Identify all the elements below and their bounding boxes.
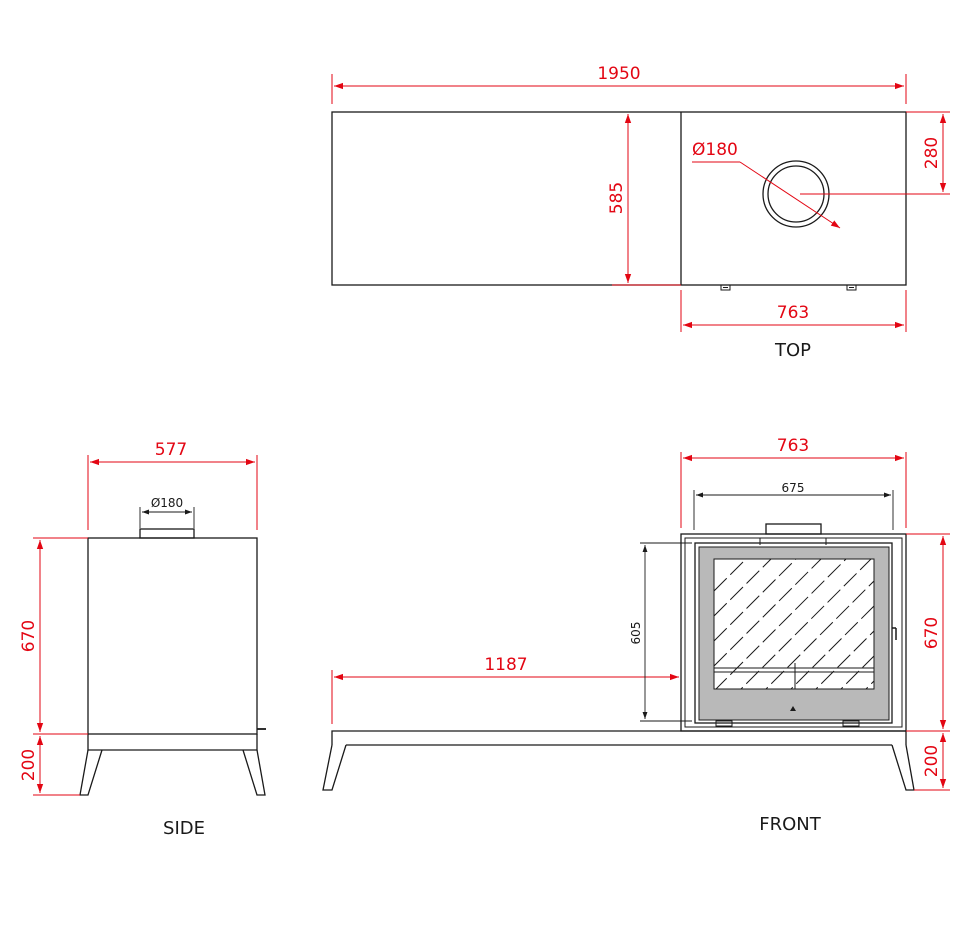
side-view-label: SIDE xyxy=(163,818,205,839)
top-dim-total-width: 1950 xyxy=(597,64,640,84)
side-view xyxy=(79,528,266,796)
front-dimensions xyxy=(331,452,950,791)
top-dimensions xyxy=(331,74,950,332)
side-dim-leg-height: 200 xyxy=(19,749,39,781)
top-dim-depth: 585 xyxy=(607,182,627,214)
front-glass-grate xyxy=(714,663,874,689)
front-dim-inner-width: 675 xyxy=(782,481,805,495)
front-view xyxy=(322,523,915,791)
front-glass-hatching xyxy=(714,559,874,689)
dim-leader-top-flue xyxy=(739,161,841,229)
front-leg-right xyxy=(891,744,915,791)
side-dim-flue-diameter: Ø180 xyxy=(151,496,183,510)
side-leg-left xyxy=(79,749,103,796)
front-dim-leg-height: 200 xyxy=(922,745,942,777)
front-air-control-knob xyxy=(790,706,796,711)
top-view-label: TOP xyxy=(774,340,811,361)
top-foot-right xyxy=(846,284,857,291)
front-bench-top xyxy=(331,730,907,745)
front-flue-collar xyxy=(765,523,822,535)
front-view-label: FRONT xyxy=(759,814,821,835)
side-flue-collar xyxy=(139,528,195,539)
front-dim-body-height: 670 xyxy=(922,617,942,649)
side-flue-dimension xyxy=(139,507,195,528)
front-dim-stove-width: 763 xyxy=(777,436,809,456)
side-dim-body-height: 670 xyxy=(19,620,39,652)
front-black-dimensions xyxy=(640,490,894,722)
front-glass xyxy=(713,558,875,690)
top-dim-flue-diameter: Ø180 xyxy=(692,140,738,160)
front-leg-left xyxy=(322,744,347,791)
front-door-frame xyxy=(694,542,893,724)
top-foot-left xyxy=(720,284,731,291)
side-bench-top xyxy=(87,734,258,751)
side-leg-right xyxy=(242,749,266,796)
top-dim-stove-width: 763 xyxy=(777,303,809,323)
side-stove-body xyxy=(87,537,258,735)
top-dim-flue-offset: 280 xyxy=(922,137,942,169)
front-dim-door-height: 605 xyxy=(629,622,643,645)
front-dim-bench-length: 1187 xyxy=(484,655,527,675)
side-dimensions xyxy=(33,455,258,796)
side-dim-width: 577 xyxy=(155,440,187,460)
